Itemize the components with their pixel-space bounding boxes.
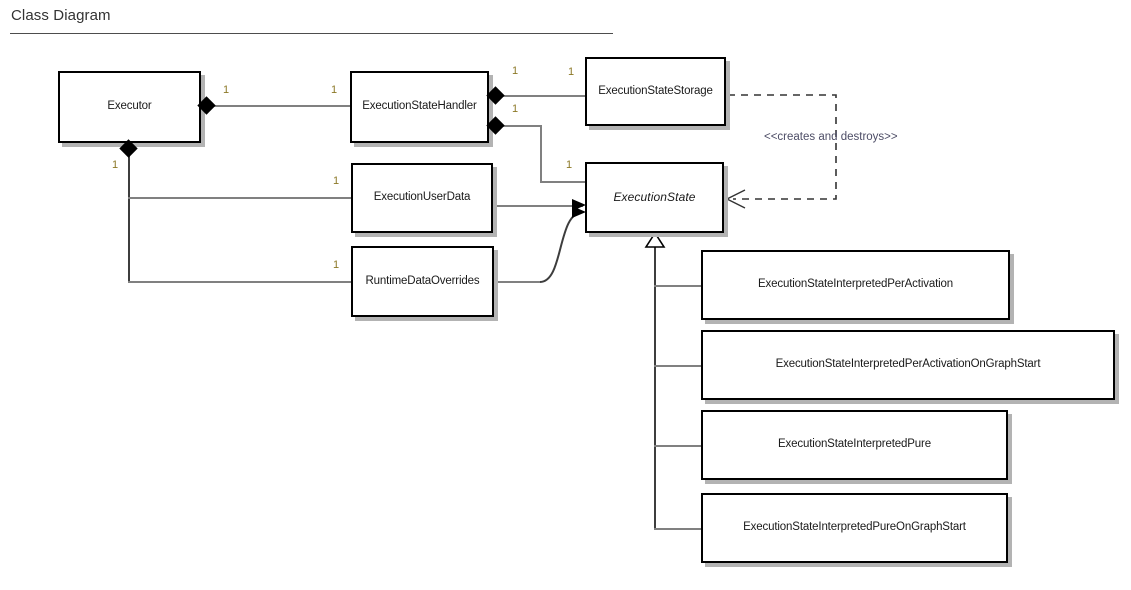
connector-overrides-state-curve — [539, 211, 584, 283]
connector-executor-userdata — [128, 197, 354, 199]
inheritance-branch-1 — [654, 285, 702, 287]
class-label-execution-state: ExecutionState — [613, 190, 696, 205]
connector-handler-state-seg1 — [494, 125, 542, 127]
connector-handler-state-seg2 — [540, 125, 542, 182]
title-divider — [10, 33, 613, 34]
class-box-execution-state-interpreted-per-activation-on-graph-start[interactable]: ExecutionStateInterpretedPerActivationOn… — [701, 330, 1115, 400]
class-label-sub1: ExecutionStateInterpretedPerActivation — [757, 278, 954, 291]
multiplicity-executor-handler-source: 1 — [223, 84, 230, 96]
class-box-execution-state-storage[interactable]: ExecutionStateStorage — [585, 57, 726, 126]
class-box-execution-state-handler[interactable]: ExecutionStateHandler — [350, 71, 489, 143]
class-label-sub4: ExecutionStateInterpretedPureOnGraphStar… — [743, 521, 966, 534]
composition-diamond-handler-storage — [486, 86, 505, 105]
multiplicity-executor-handler-target: 1 — [331, 84, 338, 96]
multiplicity-userdata: 1 — [333, 175, 340, 187]
multiplicity-handler-state-target: 1 — [566, 159, 573, 171]
inheritance-branch-2 — [654, 365, 702, 367]
inheritance-branch-3 — [654, 445, 702, 447]
connector-executor-trunk — [128, 150, 130, 283]
class-box-execution-state-interpreted-pure[interactable]: ExecutionStateInterpretedPure — [701, 410, 1008, 480]
connector-executor-handler — [206, 105, 354, 107]
composition-diamond-handler-state — [486, 116, 505, 135]
class-label-execution-state-storage: ExecutionStateStorage — [598, 84, 713, 97]
class-label-runtime-data-overrides: RuntimeDataOverrides — [365, 274, 480, 287]
multiplicity-handler-storage-source: 1 — [512, 65, 519, 77]
page-title: Class Diagram — [11, 7, 111, 24]
class-box-runtime-data-overrides[interactable]: RuntimeDataOverrides — [351, 246, 494, 317]
connector-executor-overrides — [128, 281, 354, 283]
class-label-sub3: ExecutionStateInterpretedPure — [778, 438, 931, 451]
class-box-execution-state[interactable]: ExecutionState — [585, 162, 724, 233]
inheritance-trunk — [654, 240, 656, 530]
class-label-executor: Executor — [107, 100, 152, 113]
class-label-execution-state-handler: ExecutionStateHandler — [362, 100, 477, 113]
dependency-creates-destroys — [728, 94, 837, 200]
inheritance-branch-4 — [654, 528, 702, 530]
class-box-execution-state-interpreted-pure-on-graph-start[interactable]: ExecutionStateInterpretedPureOnGraphStar… — [701, 493, 1008, 563]
class-label-sub2: ExecutionStateInterpretedPerActivationOn… — [775, 358, 1041, 371]
class-label-execution-user-data: ExecutionUserData — [373, 191, 471, 204]
stereotype-creates-and-destroys: <<creates and destroys>> — [764, 131, 898, 143]
connector-overrides-state-stub — [494, 281, 540, 283]
class-box-executor[interactable]: Executor — [58, 71, 201, 143]
arrowhead-overrides-state — [572, 206, 586, 218]
multiplicity-handler-storage-target: 1 — [568, 66, 575, 78]
class-box-execution-state-interpreted-per-activation[interactable]: ExecutionStateInterpretedPerActivation — [701, 250, 1010, 320]
connector-handler-state-seg3 — [540, 181, 588, 183]
multiplicity-handler-state-source: 1 — [512, 103, 519, 115]
multiplicity-overrides: 1 — [333, 259, 340, 271]
class-box-execution-user-data[interactable]: ExecutionUserData — [351, 163, 493, 233]
connector-handler-storage — [494, 95, 589, 97]
multiplicity-executor-children: 1 — [112, 159, 119, 171]
arrowhead-open-dependency — [725, 189, 746, 209]
connector-userdata-state — [493, 205, 583, 207]
